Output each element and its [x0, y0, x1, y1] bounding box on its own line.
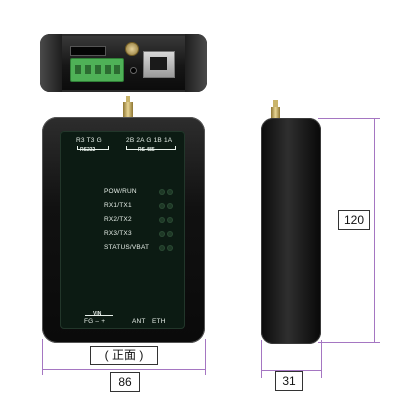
antenna-connector-front [123, 96, 133, 120]
vin-label: VIN [93, 311, 102, 317]
rs232-pin-labels: R3 T3 G [76, 137, 102, 144]
terminal-block [70, 58, 124, 82]
indicator-label-rx3-tx3: RX3/TX3 [104, 230, 132, 237]
led-pow [160, 190, 164, 194]
ethernet-port [143, 51, 175, 78]
width-extension-right [205, 339, 206, 375]
sim-card-slot [70, 46, 106, 56]
vin-bracket [85, 315, 113, 316]
rs485-label: RS 485 [138, 147, 155, 153]
device-front-view: R3 T3 G RS232 2B 2A G 1B 1A RS 485 POW/R… [42, 117, 205, 343]
indicator-label-rx1-tx1: RX1/TX1 [104, 202, 132, 209]
rs485-bracket [126, 146, 176, 150]
depth-dimension-label: 31 [275, 371, 303, 391]
indicator-label-status-vbat: STATUS/VBAT [104, 244, 150, 251]
height-extension-bottom [318, 342, 380, 343]
device-top-view [40, 28, 207, 94]
front-panel: R3 T3 G RS232 2B 2A G 1B 1A RS 485 POW/R… [60, 131, 185, 329]
enclosure-top [40, 34, 207, 92]
front-view-caption: ( 正面 ) [90, 346, 158, 365]
width-dimension-line [42, 369, 205, 370]
width-extension-left [42, 339, 43, 375]
led-rx1 [160, 204, 164, 208]
antenna-connector-side [271, 100, 280, 122]
led-vbat [168, 246, 172, 250]
led-tx3 [168, 232, 172, 236]
power-pin-labels: FG – + [84, 318, 106, 325]
indicator-hole [130, 67, 137, 74]
rs232-bracket [77, 146, 109, 150]
depth-extension-right [321, 340, 322, 378]
led-run [168, 190, 172, 194]
ant-label: ANT [132, 318, 146, 325]
end-cap-left [40, 34, 62, 92]
depth-dimension-line [261, 370, 321, 371]
device-side-view [261, 118, 321, 344]
rs485-pin-labels: 2B 2A G 1B 1A [126, 137, 173, 144]
led-rx3 [160, 232, 164, 236]
led-tx2 [168, 218, 172, 222]
antenna-connector [125, 42, 139, 56]
end-cap-right [185, 34, 207, 92]
indicator-label-pow-run: POW/RUN [104, 188, 137, 195]
rs232-label: RS232 [80, 147, 96, 153]
height-dimension-label: 120 [338, 210, 370, 230]
width-dimension-label: 86 [110, 372, 140, 392]
height-dimension-line [374, 118, 375, 342]
led-tx1 [168, 204, 172, 208]
height-extension-top [318, 118, 380, 119]
eth-label: ETH [152, 318, 166, 325]
indicator-label-rx2-tx2: RX2/TX2 [104, 216, 132, 223]
depth-extension-left [261, 340, 262, 378]
led-rx2 [160, 218, 164, 222]
led-status [160, 246, 164, 250]
